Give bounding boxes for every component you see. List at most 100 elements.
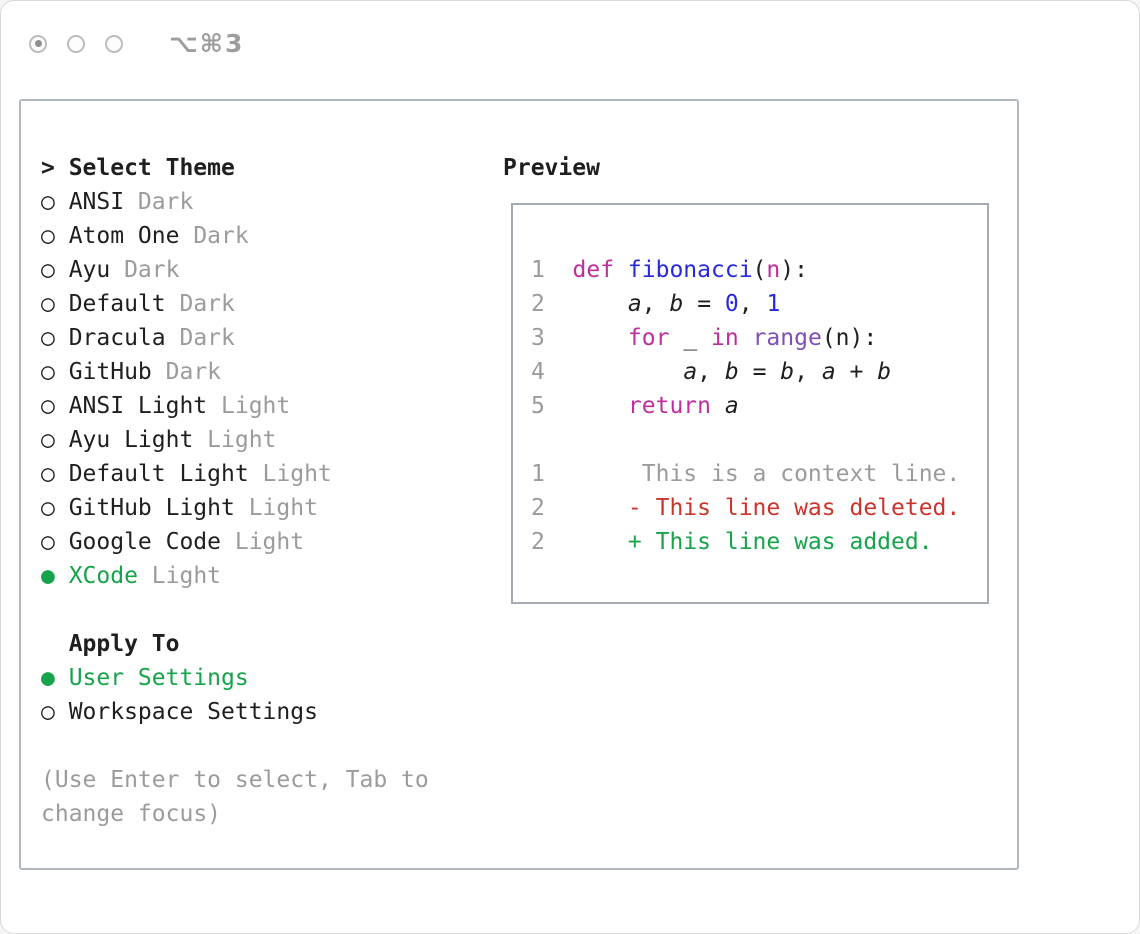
code-token: in: [711, 325, 739, 351]
theme-item-label: GitHub Light: [68, 495, 235, 521]
theme-item-label: XCode: [68, 563, 138, 589]
hint-text-line1: (Use Enter to select, Tab to: [41, 767, 429, 793]
code-token: [711, 393, 725, 419]
apply-option-workspace-settings[interactable]: ○Workspace Settings: [41, 695, 429, 729]
apply-option-user-settings[interactable]: ●User Settings: [41, 661, 429, 695]
code-token: n: [766, 257, 781, 283]
diff-line-tokens: This is a context line.: [573, 461, 961, 487]
code-token: ,: [794, 359, 822, 385]
code-token: (n):: [821, 325, 878, 351]
code-token: return: [627, 393, 712, 419]
selection-arrow-icon: >: [41, 155, 55, 181]
code-token: b: [780, 359, 795, 385]
code-token: [573, 325, 628, 351]
radio-unselected-icon: ○: [41, 189, 55, 215]
code-token: 1: [766, 291, 781, 317]
theme-variant-tag: Dark: [165, 359, 222, 385]
theme-item-label: Ayu Light: [68, 427, 194, 453]
line-number: 2: [531, 495, 545, 521]
code-token: a: [683, 359, 698, 385]
code-token: [573, 393, 628, 419]
code-token: range: [752, 325, 822, 351]
spacer: [41, 729, 429, 763]
code-token: =: [683, 291, 725, 317]
line-number: 1: [531, 257, 545, 283]
preview-heading: Preview: [503, 155, 600, 181]
code-token: a: [627, 291, 642, 317]
diff-line-added: 2 + This line was added.: [531, 525, 960, 559]
code-token: +: [835, 359, 878, 385]
apply-option-label: Workspace Settings: [68, 699, 318, 725]
code-line: 3 for _ in range(n):: [531, 321, 960, 355]
code-token: _: [669, 325, 712, 351]
theme-item-label: GitHub: [68, 359, 152, 385]
code-token: for: [627, 325, 670, 351]
radio-unselected-icon: ○: [41, 495, 55, 521]
theme-item-label: ANSI: [68, 189, 125, 215]
line-number: 4: [531, 359, 545, 385]
theme-item-label: Google Code: [68, 529, 222, 555]
code-token: [739, 325, 753, 351]
code-token: 0: [724, 291, 739, 317]
window-shortcut-label: ⌥⌘3: [169, 29, 245, 58]
code-token: ,: [738, 291, 767, 317]
line-number: 2: [531, 291, 545, 317]
theme-variant-tag: Light: [248, 495, 318, 521]
theme-variant-tag: Light: [234, 529, 305, 555]
theme-item-label: Ayu: [68, 257, 111, 283]
radio-unselected-icon: ○: [41, 427, 55, 453]
theme-item-label: ANSI Light: [68, 393, 208, 419]
theme-item-google-code[interactable]: ○ Google Code Light: [41, 525, 429, 559]
titlebar: ⌥⌘3: [29, 29, 244, 58]
code-token: a: [724, 393, 739, 419]
window-control-button-3[interactable]: [105, 34, 123, 53]
theme-variant-tag: Dark: [179, 291, 235, 317]
code-line: 1 def fibonacci(n):: [531, 253, 960, 287]
diff-line-tokens: - This line was deleted.: [572, 495, 961, 521]
theme-variant-tag: Dark: [124, 257, 180, 283]
code-token: b: [669, 291, 684, 317]
preview-pane: 1 def fibonacci(n): 2 a, b = 0, 1 3 for _…: [511, 203, 989, 604]
line-number: 1: [531, 461, 545, 487]
code-token: - This line was deleted.: [572, 495, 961, 521]
code-line-tokens: def fibonacci(n):: [573, 257, 808, 283]
code-token: ,: [641, 291, 670, 317]
diff-line-tokens: + This line was added.: [573, 529, 933, 555]
code-line-tokens: a, b = b, a + b: [573, 359, 891, 385]
radio-unselected-icon: ○: [41, 223, 55, 249]
spacer: [41, 593, 429, 627]
code-preview: 1 def fibonacci(n): 2 a, b = 0, 1 3 for _…: [531, 253, 960, 559]
window-control-button-1[interactable]: [29, 34, 47, 53]
theme-variant-tag: Dark: [179, 325, 235, 351]
code-line-tokens: for _ in range(n):: [573, 325, 878, 351]
window-control-button-2[interactable]: [67, 34, 85, 53]
theme-item-github-light[interactable]: ○ GitHub Light Light: [41, 491, 429, 525]
radio-unselected-icon: ○: [41, 529, 55, 555]
code-token: a: [821, 359, 836, 385]
code-token: def: [572, 257, 628, 283]
radio-unselected-icon: ○: [41, 461, 55, 487]
apply-option-label: User Settings: [68, 665, 249, 691]
theme-variant-tag: Dark: [193, 223, 249, 249]
theme-item-label: Default Light: [68, 461, 249, 487]
line-number: 5: [531, 393, 545, 419]
code-line: 2 a, b = 0, 1: [531, 287, 960, 321]
code-token: + This line was added.: [572, 529, 933, 555]
code-line-tokens: return a: [573, 393, 739, 419]
line-number: 2: [531, 529, 545, 555]
radio-unselected-icon: ○: [41, 291, 55, 317]
theme-variant-tag: Light: [151, 563, 222, 589]
code-token: [573, 359, 684, 385]
